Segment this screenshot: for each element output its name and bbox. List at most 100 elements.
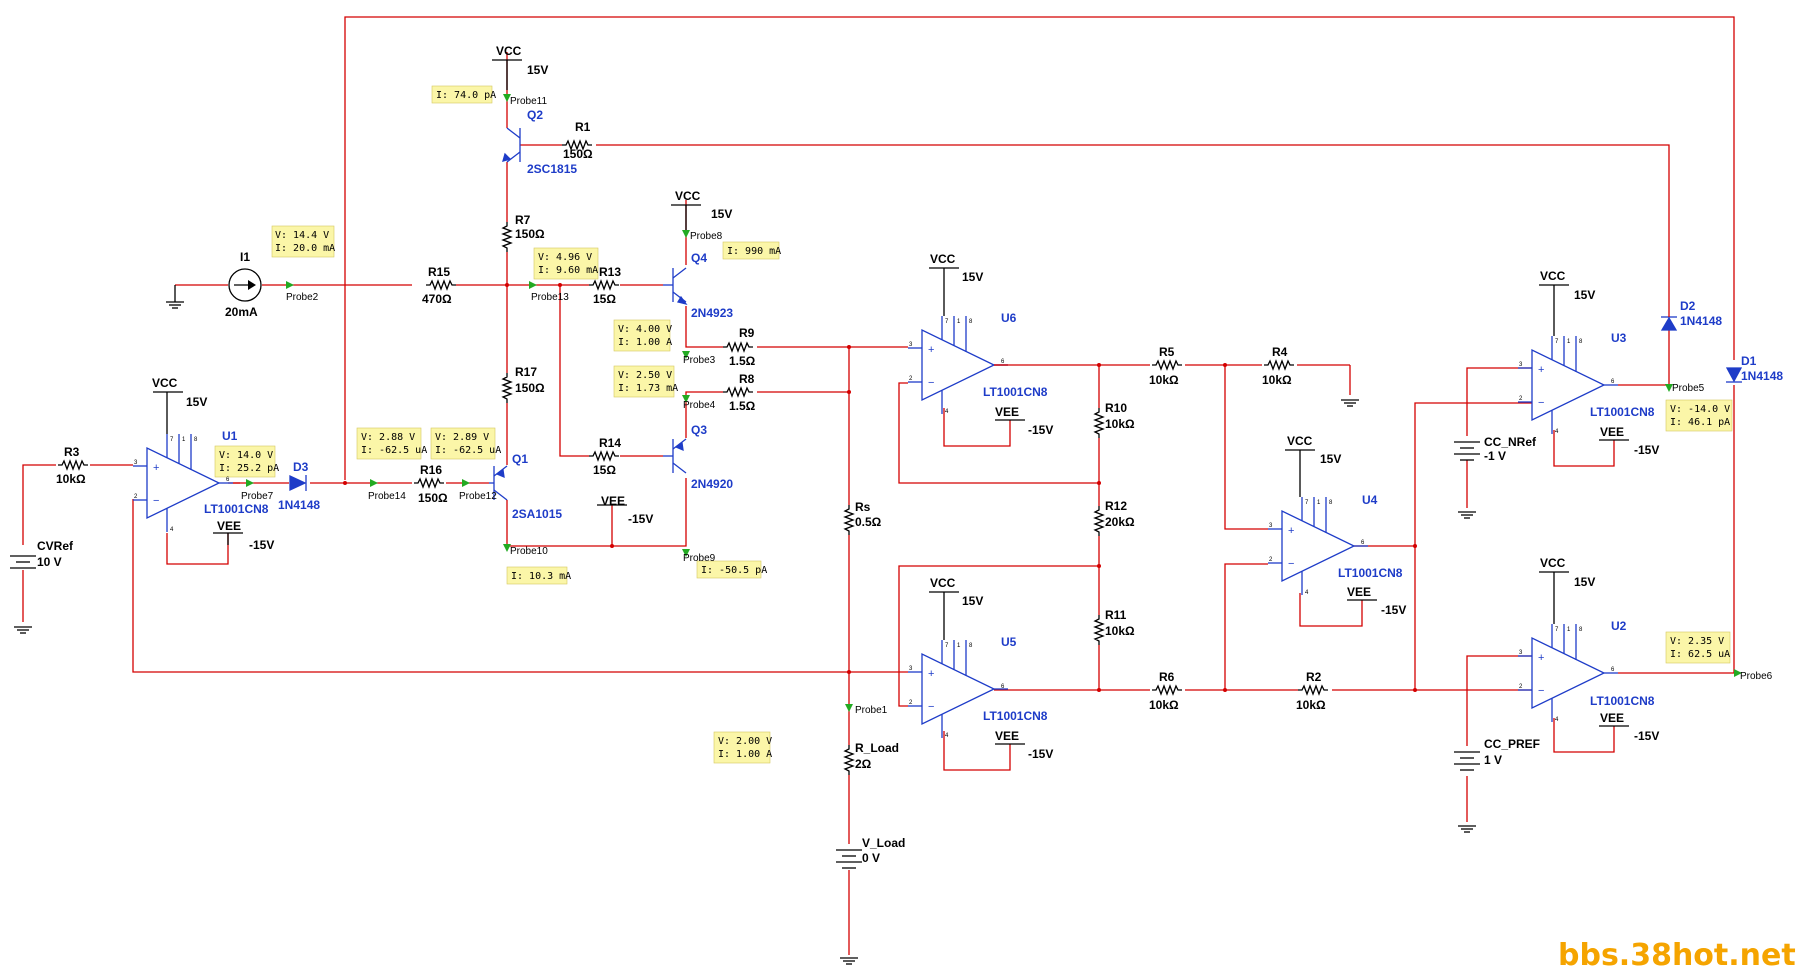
- vcc-label-u1: VCC: [152, 376, 178, 390]
- opamp-u6: [907, 315, 1009, 415]
- resistor-r5: [1151, 360, 1183, 370]
- vee-value-u4: -15V: [1381, 603, 1406, 617]
- r2-value: 10kΩ: [1296, 698, 1326, 712]
- u1-part: LT1001CN8: [204, 502, 269, 516]
- reading-p1-i: I: 1.00 A: [718, 749, 772, 760]
- rs-name: Rs: [855, 500, 871, 514]
- reading-p8-i: I: 990 mA: [727, 246, 781, 257]
- vee-value-u5: -15V: [1028, 747, 1053, 761]
- q4-part: 2N4923: [691, 306, 733, 320]
- vcc-label-q2: VCC: [496, 44, 522, 58]
- opamp-u4: [1267, 496, 1369, 596]
- vee-value-u3: -15V: [1634, 443, 1659, 457]
- u1-name: U1: [222, 429, 238, 443]
- probe4-label: Probe4: [683, 400, 716, 411]
- reading-p4-i: I: 1.73 mA: [618, 383, 678, 394]
- transistor-q2: [502, 127, 521, 163]
- r6-name: R6: [1159, 670, 1175, 684]
- svg-text:3: 3: [1519, 362, 1523, 368]
- vee-value-u1: -15V: [249, 538, 274, 552]
- resistor-r14: [588, 451, 620, 461]
- q2-part: 2SC1815: [527, 162, 577, 176]
- cvref-name: CVRef: [37, 539, 74, 553]
- q3-part: 2N4920: [691, 477, 733, 491]
- diode-d3: [289, 474, 307, 492]
- resistor-r13: [588, 280, 620, 290]
- d2-part: 1N4148: [1680, 314, 1722, 328]
- reading-p11-i: I: 74.0 pA: [436, 90, 496, 101]
- r7-value: 150Ω: [515, 227, 545, 241]
- part-labels: Q2 2SC1815 Q4 2N4923 Q3 2N4920 Q1 2SA101…: [204, 108, 1783, 723]
- r10-name: R10: [1105, 401, 1127, 415]
- wires: [22, 16, 1735, 955]
- d3-name: D3: [293, 460, 309, 474]
- r5-value: 10kΩ: [1149, 373, 1179, 387]
- r1-name: R1: [575, 120, 591, 134]
- vcc-value-u3: 15V: [1574, 288, 1595, 302]
- svg-text:6: 6: [1361, 540, 1365, 546]
- vcc-value-u1: 15V: [186, 395, 207, 409]
- r15-value: 470Ω: [422, 292, 452, 306]
- probe-names: Probe1 Probe2 Probe3 Probe4 Probe5 Probe…: [241, 96, 1773, 716]
- u2-part: LT1001CN8: [1590, 694, 1655, 708]
- reading-p2-v: V: 14.4 V: [275, 230, 329, 241]
- u6-name: U6: [1001, 311, 1017, 325]
- supply-labels: VCC 15V VCC 15V VEE -15V VCC 15V VEE -15…: [152, 44, 1659, 761]
- resistor-r2: [1297, 685, 1329, 695]
- supply-rails: [153, 59, 1629, 745]
- d3-part: 1N4148: [278, 498, 320, 512]
- vcc-label-u3: VCC: [1540, 269, 1566, 283]
- r7-name: R7: [515, 213, 531, 227]
- probe3-label: Probe3: [683, 355, 716, 366]
- svg-text:7: 7: [1555, 627, 1559, 633]
- vcc-value-q2: 15V: [527, 63, 548, 77]
- ccnref-name: CC_NRef: [1484, 435, 1537, 449]
- q3-name: Q3: [691, 423, 707, 437]
- rload-name: R_Load: [855, 741, 899, 755]
- vee-value-u2: -15V: [1634, 729, 1659, 743]
- svg-text:7: 7: [170, 437, 174, 443]
- transistor-q3: [663, 438, 687, 474]
- svg-text:1: 1: [1317, 500, 1321, 506]
- r1-value: 150Ω: [563, 147, 593, 161]
- probe6-label: Probe6: [1740, 671, 1773, 682]
- vcc-value-q4: 15V: [711, 207, 732, 221]
- reading-p10-i: I: 10.3 mA: [511, 571, 571, 582]
- probe8-label: Probe8: [690, 231, 723, 242]
- svg-text:4: 4: [170, 527, 174, 533]
- u3-name: U3: [1611, 331, 1627, 345]
- vload-name: V_Load: [862, 836, 905, 850]
- q4-name: Q4: [691, 251, 707, 265]
- svg-text:6: 6: [1611, 379, 1615, 385]
- watermark: bbs.38hot.net: [1558, 938, 1796, 973]
- r9-name: R9: [739, 326, 755, 340]
- reading-p14-v: V: 2.88 V: [361, 432, 415, 443]
- probe-readings: I: 74.0 pA V: 14.4 V I: 20.0 mA V: 4.96 …: [214, 85, 1733, 764]
- r10-value: 10kΩ: [1105, 417, 1135, 431]
- svg-text:1: 1: [957, 319, 961, 325]
- probe1-label: Probe1: [855, 705, 888, 716]
- svg-text:3: 3: [1269, 523, 1273, 529]
- svg-text:6: 6: [1001, 684, 1005, 690]
- r11-value: 10kΩ: [1105, 624, 1135, 638]
- r15-name: R15: [428, 265, 450, 279]
- pin-numbers: 3 2 7 1 8 4 6 3 2 7 1 8 4 6 3 2 7 1 8 4 …: [134, 319, 1615, 739]
- vee-label-u4: VEE: [1347, 585, 1371, 599]
- reading-p3-i: I: 1.00 A: [618, 337, 672, 348]
- r16-value: 150Ω: [418, 491, 448, 505]
- vee-label-u5: VEE: [995, 729, 1019, 743]
- u4-name: U4: [1362, 493, 1378, 507]
- reading-p2-i: I: 20.0 mA: [275, 243, 335, 254]
- r8-value: 1.5Ω: [729, 399, 756, 413]
- r17-name: R17: [515, 365, 537, 379]
- svg-text:3: 3: [909, 342, 913, 348]
- svg-text:6: 6: [1611, 667, 1615, 673]
- d1-name: D1: [1741, 354, 1757, 368]
- cvref-value: 10 V: [37, 555, 62, 569]
- reading-p14-i: I: -62.5 uA: [361, 445, 427, 456]
- reading-p3-v: V: 4.00 V: [618, 324, 672, 335]
- vload-value: 0 V: [862, 851, 880, 865]
- probe13-label: Probe13: [531, 292, 569, 303]
- vcc-value-u4: 15V: [1320, 452, 1341, 466]
